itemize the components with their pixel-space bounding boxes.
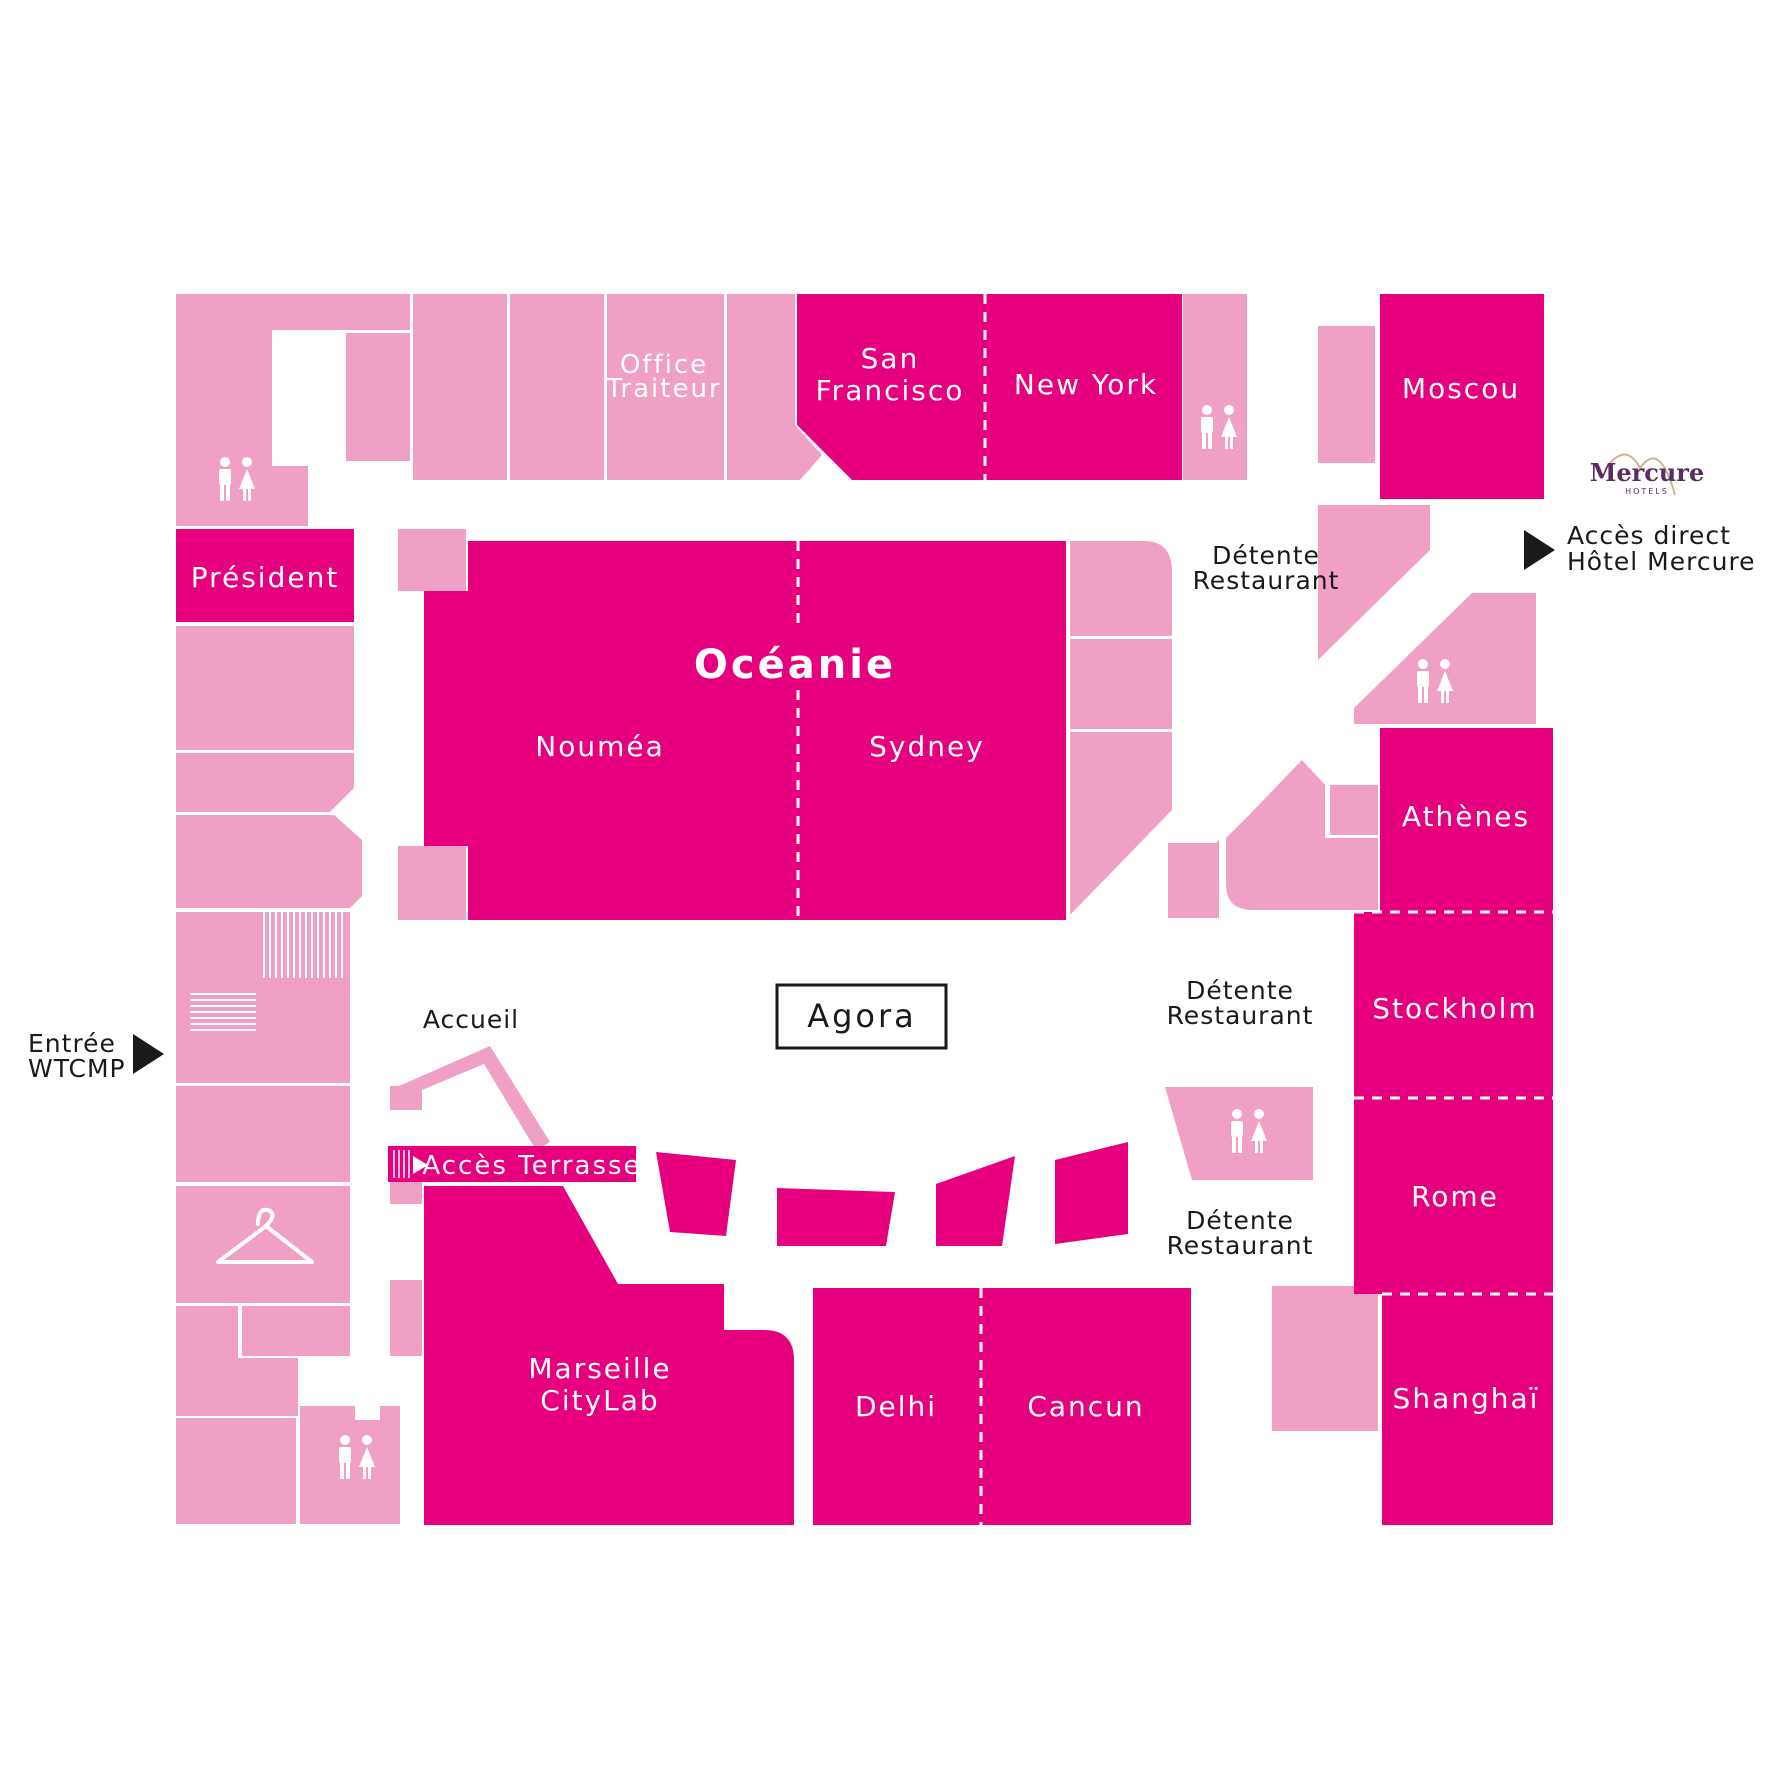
service-room: [727, 294, 822, 480]
label-entree-2: WTCMP: [28, 1054, 126, 1083]
service-room: [1318, 505, 1430, 660]
room-president[interactable]: [176, 529, 354, 622]
acces-terrasse-banner[interactable]: [388, 1146, 636, 1182]
label-detente-2a: Détente: [1186, 976, 1294, 1005]
service-room: [1070, 732, 1172, 915]
room-stockholm[interactable]: [1354, 912, 1553, 1098]
service-room: [176, 753, 354, 812]
label-stockholm: Stockholm: [1372, 992, 1537, 1025]
label-delhi: Delhi: [855, 1390, 937, 1423]
arrow-right-icon: [1524, 530, 1555, 570]
room-dividers: [796, 294, 1553, 1525]
arrow-right-icon: [413, 1156, 428, 1174]
mercure-logo: Mercure HOTELS: [1590, 453, 1704, 496]
logo-name: Mercure: [1590, 458, 1704, 487]
office-traiteur-room: [607, 294, 724, 480]
terrasse-texture: [393, 1150, 410, 1178]
service-room: [398, 846, 466, 920]
lounge-block: [936, 1156, 1015, 1246]
label-entree-1: Entrée: [28, 1029, 116, 1058]
label-sydney: Sydney: [869, 730, 985, 763]
logo-sub: HOTELS: [1625, 487, 1669, 496]
service-room: [176, 1086, 350, 1182]
room-marseille-citylab[interactable]: [424, 1186, 794, 1525]
label-accueil: Accueil: [423, 1005, 519, 1034]
label-agora: Agora: [807, 997, 917, 1035]
service-room: [1330, 785, 1378, 835]
service-room: [1168, 840, 1219, 918]
cloakroom: [176, 1186, 350, 1303]
room-moscou[interactable]: [1380, 294, 1544, 499]
service-room: [1226, 760, 1378, 910]
label-detente-1b: Restaurant: [1193, 566, 1340, 595]
restroom-block: [1354, 593, 1536, 724]
label-detente-3b: Restaurant: [1167, 1231, 1314, 1260]
agora-box: [775, 983, 948, 1050]
label-detente-2b: Restaurant: [1167, 1001, 1314, 1030]
service-room: [413, 294, 507, 480]
label-san-francisco-2: Francisco: [816, 374, 965, 407]
hanger-icon: [216, 1207, 314, 1264]
label-moscou: Moscou: [1402, 372, 1520, 405]
label-office-traiteur-1: Office: [620, 350, 708, 380]
label-rome: Rome: [1411, 1180, 1499, 1213]
service-room: [176, 1306, 298, 1416]
secondary-spaces: [176, 294, 1536, 1524]
service-room: [242, 1306, 350, 1356]
label-acces-terrasse: Accès Terrasse: [422, 1151, 641, 1181]
label-shanghai: Shanghaï: [1393, 1382, 1540, 1415]
stairs: [190, 912, 343, 1031]
primary-rooms: [176, 294, 1553, 1525]
label-detente-1a: Détente: [1212, 541, 1320, 570]
label-detente-3a: Détente: [1186, 1206, 1294, 1235]
label-acces-mercure-2: Hôtel Mercure: [1567, 547, 1756, 576]
service-room: [1183, 294, 1247, 480]
room-oceanie[interactable]: [424, 541, 1066, 920]
service-room: [398, 529, 466, 591]
room-athenes[interactable]: [1380, 728, 1553, 912]
lounge-block: [656, 1152, 736, 1236]
room-shanghai[interactable]: [1382, 1294, 1553, 1525]
service-room: [176, 626, 354, 750]
room-san-francisco[interactable]: [797, 294, 985, 480]
label-office-traiteur-2: Traiteur: [605, 374, 721, 404]
label-marseille-1: Marseille: [528, 1352, 671, 1385]
service-room: [346, 333, 410, 461]
service-room: [390, 1182, 422, 1204]
service-room: [1070, 639, 1172, 729]
room-delhi[interactable]: [813, 1288, 981, 1525]
label-oceanie: Océanie: [694, 642, 896, 688]
label-san-francisco-1: San: [861, 342, 920, 375]
label-acces-mercure-1: Accès direct: [1567, 521, 1731, 550]
service-room: [390, 1280, 422, 1356]
service-room-top-left: [176, 294, 410, 526]
arrow-right-icon: [133, 1034, 164, 1074]
label-noumea: Nouméa: [535, 730, 664, 763]
label-athenes: Athènes: [1402, 800, 1530, 833]
room-cancun[interactable]: [981, 1288, 1191, 1525]
service-room: [176, 815, 362, 908]
label-president: Président: [191, 561, 340, 594]
lounge-block: [777, 1188, 895, 1246]
service-room: [1318, 326, 1375, 463]
room-new-york[interactable]: [985, 294, 1182, 480]
label-cancun: Cancun: [1027, 1390, 1144, 1423]
label-new-york: New York: [1014, 368, 1158, 401]
service-room: [510, 294, 604, 480]
lounge-block: [1055, 1142, 1128, 1244]
label-marseille-2: CityLab: [540, 1384, 659, 1417]
restroom-block: [176, 1418, 296, 1524]
room-rome[interactable]: [1354, 1098, 1553, 1294]
service-room: [1272, 1286, 1378, 1431]
service-room: [1070, 541, 1172, 636]
service-room: [390, 1086, 422, 1110]
